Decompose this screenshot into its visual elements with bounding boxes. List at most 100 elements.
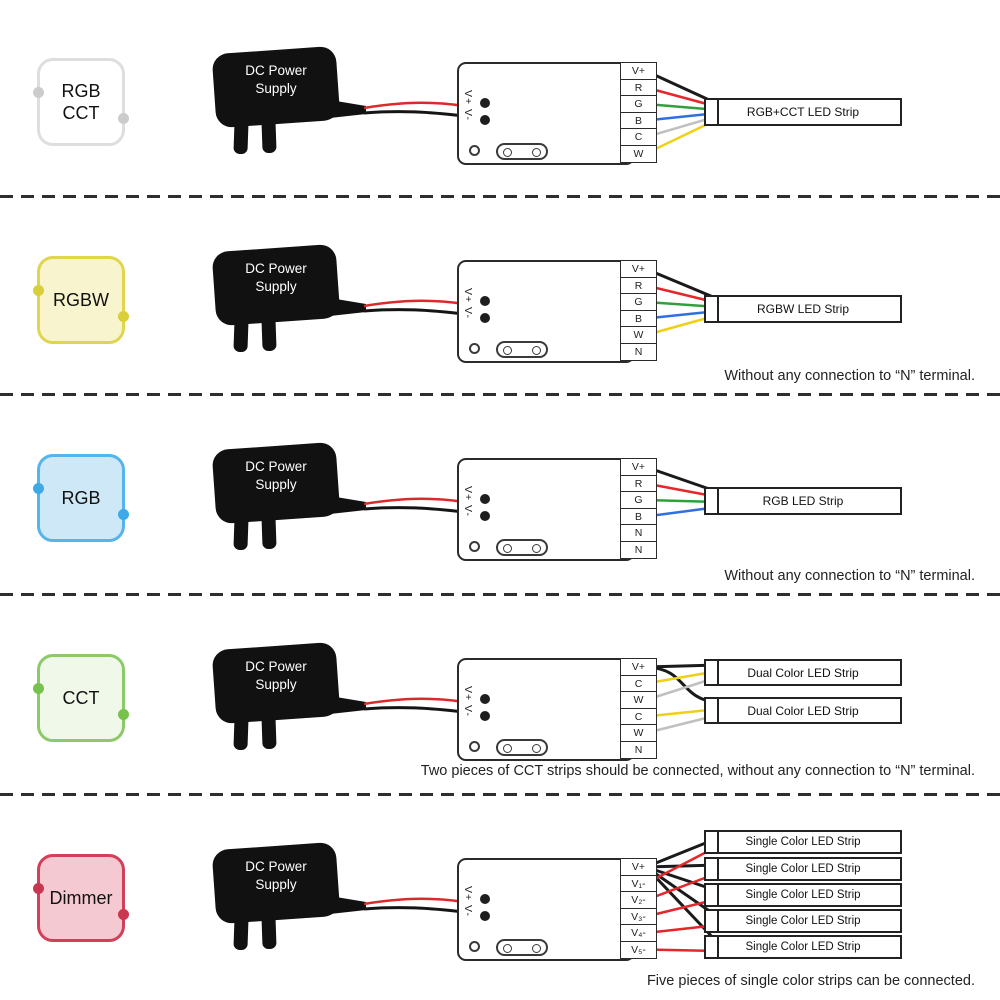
terminal-cell: N	[620, 524, 657, 542]
connector-pill	[496, 539, 548, 556]
terminal-cell: V+	[620, 458, 657, 476]
psu-cable-boot	[330, 696, 366, 714]
terminal-cell: R	[620, 474, 657, 493]
terminal-block: V+ R G B N N	[620, 458, 657, 559]
psu-cable-boot	[330, 496, 366, 514]
psu-wire-negative	[363, 308, 465, 316]
psu-wire-negative	[363, 506, 465, 514]
led-strip: Single Color LED Strip	[704, 830, 902, 854]
led-strip: Single Color LED Strip	[704, 857, 902, 881]
strip-label: Single Color LED Strip	[745, 863, 861, 875]
mode-label: Dimmer	[49, 887, 113, 908]
input-terminal-dot	[480, 494, 490, 504]
connector-dot-right	[118, 709, 129, 720]
connector-pill	[496, 341, 548, 358]
led-strip: Single Color LED Strip	[704, 909, 902, 933]
wiring-svg	[212, 642, 719, 751]
connector-dot-left	[33, 483, 44, 494]
mode-icon-rgbw: RGBW	[33, 256, 129, 344]
strip-label: RGB LED Strip	[762, 494, 844, 508]
terminal-cell: G	[620, 491, 657, 509]
input-terminal-dot	[480, 911, 490, 921]
mode-label: RGBW	[53, 289, 109, 310]
screw-hole	[469, 941, 480, 952]
terminal-cell: W	[620, 326, 657, 344]
terminal-cell: B	[620, 507, 657, 526]
diagram-row-cct: CCT DC Power Supply V+ V- V+ C W C W N D…	[0, 596, 1000, 796]
psu-wire-positive	[363, 697, 465, 706]
dashed-separator	[0, 593, 1000, 596]
terminal-cell: C	[620, 128, 657, 146]
diagram-row-rgbcct: RGB CCT DC Power Supply V+ V- V+ R G B C…	[0, 0, 1000, 198]
strip-label: Single Color LED Strip	[745, 889, 861, 901]
strip-label: Dual Color LED Strip	[747, 703, 859, 718]
psu-prong-right	[261, 514, 277, 550]
terminal-cell: V₁-	[620, 874, 657, 893]
led-strip: RGB+CCT LED Strip	[704, 98, 902, 126]
psu-prong-right	[261, 914, 277, 950]
led-strip: Single Color LED Strip	[704, 883, 902, 907]
led-strip: Single Color LED Strip	[704, 935, 902, 959]
mode-icon-rgb: RGB	[33, 454, 129, 542]
connector-pill	[496, 143, 548, 160]
psu-wire-positive	[363, 299, 465, 308]
led-strip: RGBW LED Strip	[704, 295, 902, 323]
terminal-cell: B	[620, 309, 657, 328]
connector-dot-left	[33, 883, 44, 894]
terminal-block: V+ V₁- V₂- V₃- V₄- V₅-	[620, 858, 657, 959]
row-note: Without any connection to “N” terminal.	[724, 568, 975, 584]
terminal-cell: N	[620, 740, 657, 759]
dashed-separator	[0, 195, 1000, 198]
screw-hole	[469, 145, 480, 156]
psu-wire-negative	[363, 706, 465, 714]
terminal-cell: V₃-	[620, 907, 657, 926]
mode-icon-cct: CCT	[33, 654, 129, 742]
diagram-row-rgbw: RGBW DC Power Supply V+ V- V+ R G B W N …	[0, 198, 1000, 396]
terminal-cell: V₂-	[620, 891, 657, 909]
terminal-cell: N	[620, 342, 657, 361]
mode-icon-dimmer: Dimmer	[33, 854, 129, 942]
led-controller: V+ V-	[457, 260, 635, 363]
psu-prong-left	[233, 119, 249, 155]
mode-label: RGB CCT	[61, 80, 101, 124]
terminal-cell: R	[620, 78, 657, 97]
terminal-cell: B	[620, 111, 657, 130]
terminal-cell: C	[620, 707, 657, 726]
connector-dot-right	[118, 909, 129, 920]
input-terminal-dot	[480, 115, 490, 125]
dashed-separator	[0, 393, 1000, 396]
psu-prong-left	[233, 515, 249, 551]
strip-label: Single Color LED Strip	[745, 941, 861, 953]
led-strip: RGB LED Strip	[704, 487, 902, 515]
psu-wire-positive	[363, 101, 465, 110]
psu-label: DC Power Supply	[245, 63, 307, 97]
psu-body	[212, 642, 366, 751]
led-controller: V+ V-	[457, 62, 635, 165]
terminal-block: V+ C W C W N	[620, 658, 657, 759]
screw-hole	[469, 343, 480, 354]
psu-label: DC Power Supply	[245, 659, 307, 693]
led-controller: V+ V-	[457, 658, 635, 761]
terminal-cell: R	[620, 276, 657, 295]
wire-v-plus-strip4	[645, 865, 719, 919]
controller-input-label: V+ V-	[462, 288, 474, 319]
psu-body	[212, 842, 366, 951]
terminal-cell: G	[620, 95, 657, 113]
screw-hole	[469, 741, 480, 752]
terminal-cell: G	[620, 293, 657, 311]
psu-wire-negative	[363, 906, 465, 914]
psu-body	[212, 244, 366, 353]
psu-label: DC Power Supply	[245, 261, 307, 295]
input-terminal-dot	[480, 296, 490, 306]
connector-pill	[496, 739, 548, 756]
psu-prong-left	[233, 317, 249, 353]
terminal-cell: V₅-	[620, 940, 657, 959]
connector-dot-left	[33, 285, 44, 296]
psu-prong-right	[261, 714, 277, 750]
psu-wire-positive	[363, 897, 465, 906]
strip-label: Single Color LED Strip	[745, 836, 861, 848]
connector-dot-left	[33, 683, 44, 694]
controller-input-label: V+ V-	[462, 90, 474, 121]
input-terminal-dot	[480, 694, 490, 704]
controller-input-label: V+ V-	[462, 886, 474, 917]
